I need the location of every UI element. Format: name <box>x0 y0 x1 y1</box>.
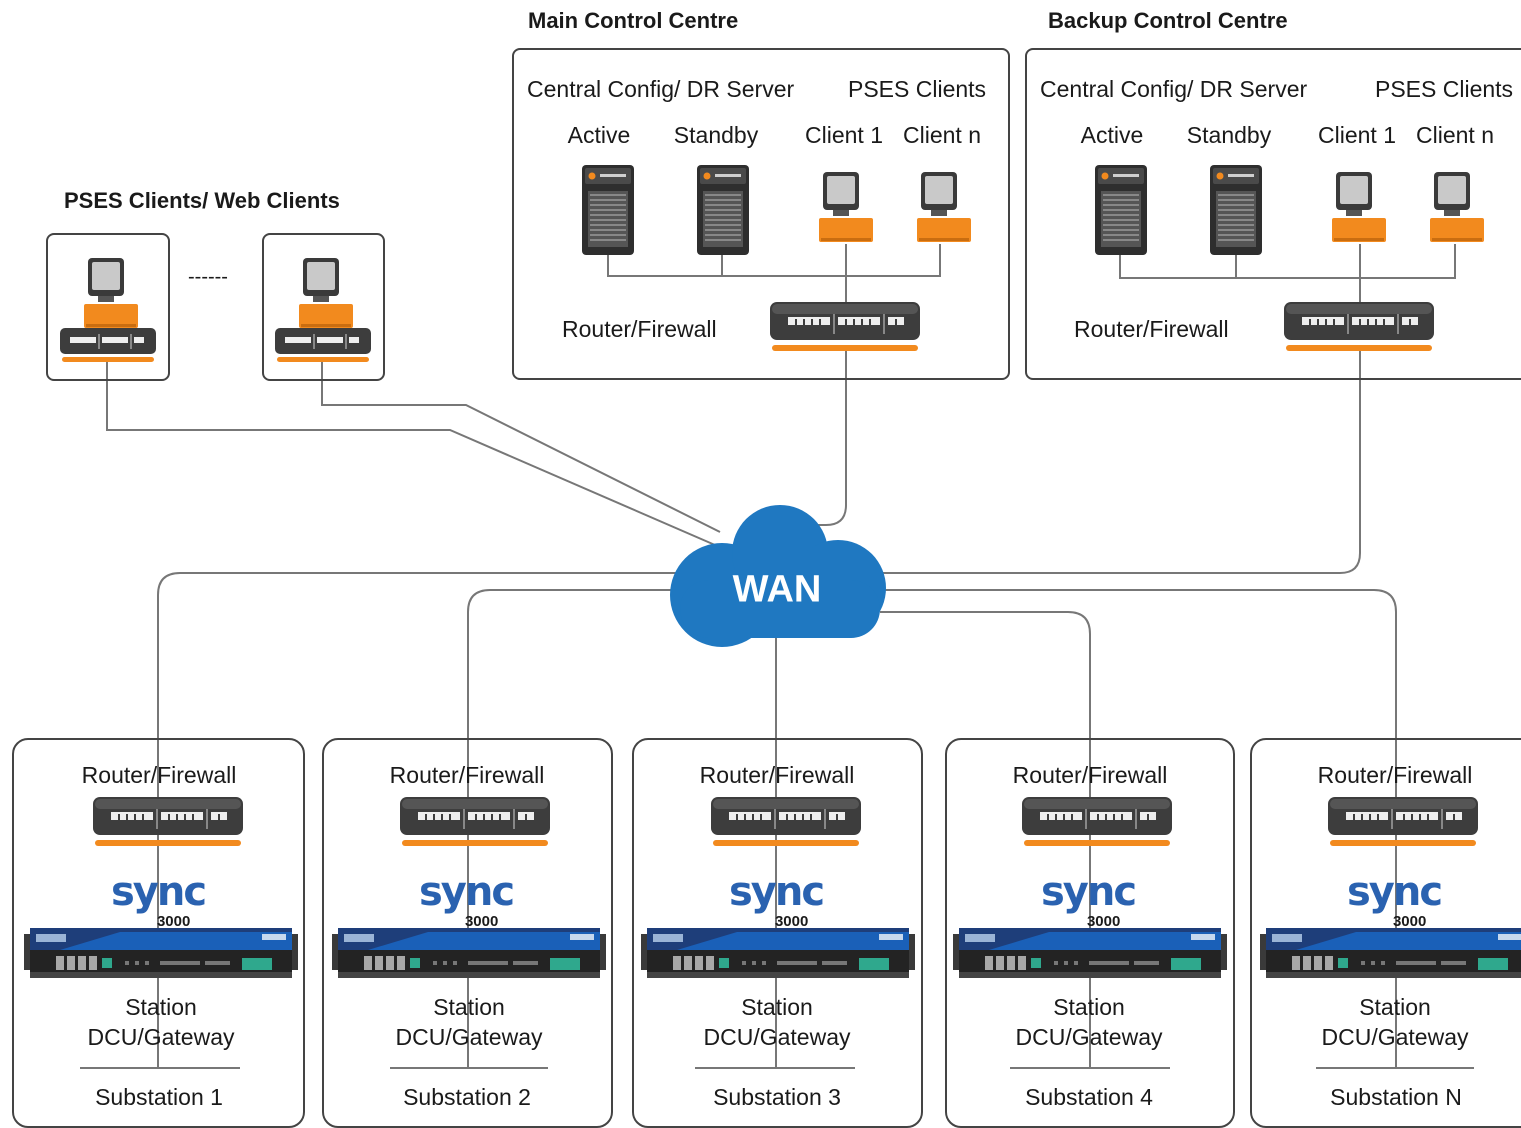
substation-2-router-label: Router/Firewall <box>389 762 545 788</box>
substation-box-n <box>1250 738 1521 1128</box>
sync-model-text: 3000 <box>1392 913 1427 930</box>
sync-logo-text: sync <box>110 869 207 915</box>
sync-logo-text: sync <box>728 869 825 915</box>
substation-4-name: Substation 4 <box>1025 1084 1153 1110</box>
web-client-box-n <box>262 233 385 381</box>
backup-client-1-label: Client 1 <box>1318 122 1396 148</box>
main-server-group-label: Central Config/ DR Server <box>527 76 795 102</box>
web-client-box-1 <box>46 233 170 381</box>
substation-devices <box>24 797 1521 1069</box>
main-client-n-label: Client n <box>903 122 981 148</box>
sync-logo-text: sync <box>418 869 515 915</box>
backup-control-centre-box <box>1025 48 1521 380</box>
substation-2-dcu-label: DCU/Gateway <box>395 1024 543 1050</box>
substation-n-dcu-label: DCU/Gateway <box>1321 1024 1469 1050</box>
substation-3-name: Substation 3 <box>713 1084 841 1110</box>
wan-label: WAN <box>732 568 822 611</box>
web-clients-ellipsis: ------ <box>188 266 228 288</box>
backup-router-label: Router/Firewall <box>1074 316 1229 342</box>
main-active-label: Active <box>567 122 631 148</box>
backup-server-group-label: Central Config/ DR Server <box>1040 76 1308 102</box>
main-client-1-label: Client 1 <box>805 122 883 148</box>
substation-3-dcu-label: DCU/Gateway <box>703 1024 851 1050</box>
sync-model-text: 3000 <box>464 913 499 930</box>
substation-4-station-label: Station <box>1053 994 1125 1020</box>
main-router-label: Router/Firewall <box>562 316 717 342</box>
main-standby-label: Standby <box>673 122 759 148</box>
substation-n-name: Substation N <box>1330 1084 1462 1110</box>
backup-active-label: Active <box>1080 122 1144 148</box>
substation-n-station-label: Station <box>1359 994 1431 1020</box>
substation-3-station-label: Station <box>741 994 813 1020</box>
substation-n-router-label: Router/Firewall <box>1317 762 1473 788</box>
backup-standby-label: Standby <box>1186 122 1272 148</box>
main-control-centre-box <box>512 48 1010 380</box>
backup-client-n-label: Client n <box>1416 122 1494 148</box>
backup-client-group-label: PSES Clients <box>1375 76 1514 102</box>
substation-2-station-label: Station <box>433 994 505 1020</box>
sync-model-text: 3000 <box>156 913 191 930</box>
substation-4-router-label: Router/Firewall <box>1012 762 1168 788</box>
backup-centre-title: Backup Control Centre <box>1048 8 1288 33</box>
substation-1-station-label: Station <box>125 994 197 1020</box>
substation-1-router-label: Router/Firewall <box>81 762 237 788</box>
sync-model-text: 3000 <box>1086 913 1121 930</box>
substation-2-name: Substation 2 <box>403 1084 531 1110</box>
sync-model-text: 3000 <box>774 913 809 930</box>
main-client-group-label: PSES Clients <box>848 76 987 102</box>
wan-cloud-icon <box>670 505 886 647</box>
sync-logo-text: sync <box>1040 869 1137 915</box>
substation-1-name: Substation 1 <box>95 1084 223 1110</box>
main-centre-title: Main Control Centre <box>528 8 739 33</box>
substation-4-dcu-label: DCU/Gateway <box>1015 1024 1163 1050</box>
web-clients-title: PSES Clients/ Web Clients <box>64 188 340 213</box>
sync-logo-text: sync <box>1346 869 1443 915</box>
wan-links <box>106 345 1397 1068</box>
substation-1-dcu-label: DCU/Gateway <box>87 1024 235 1050</box>
substation-3-router-label: Router/Firewall <box>699 762 855 788</box>
